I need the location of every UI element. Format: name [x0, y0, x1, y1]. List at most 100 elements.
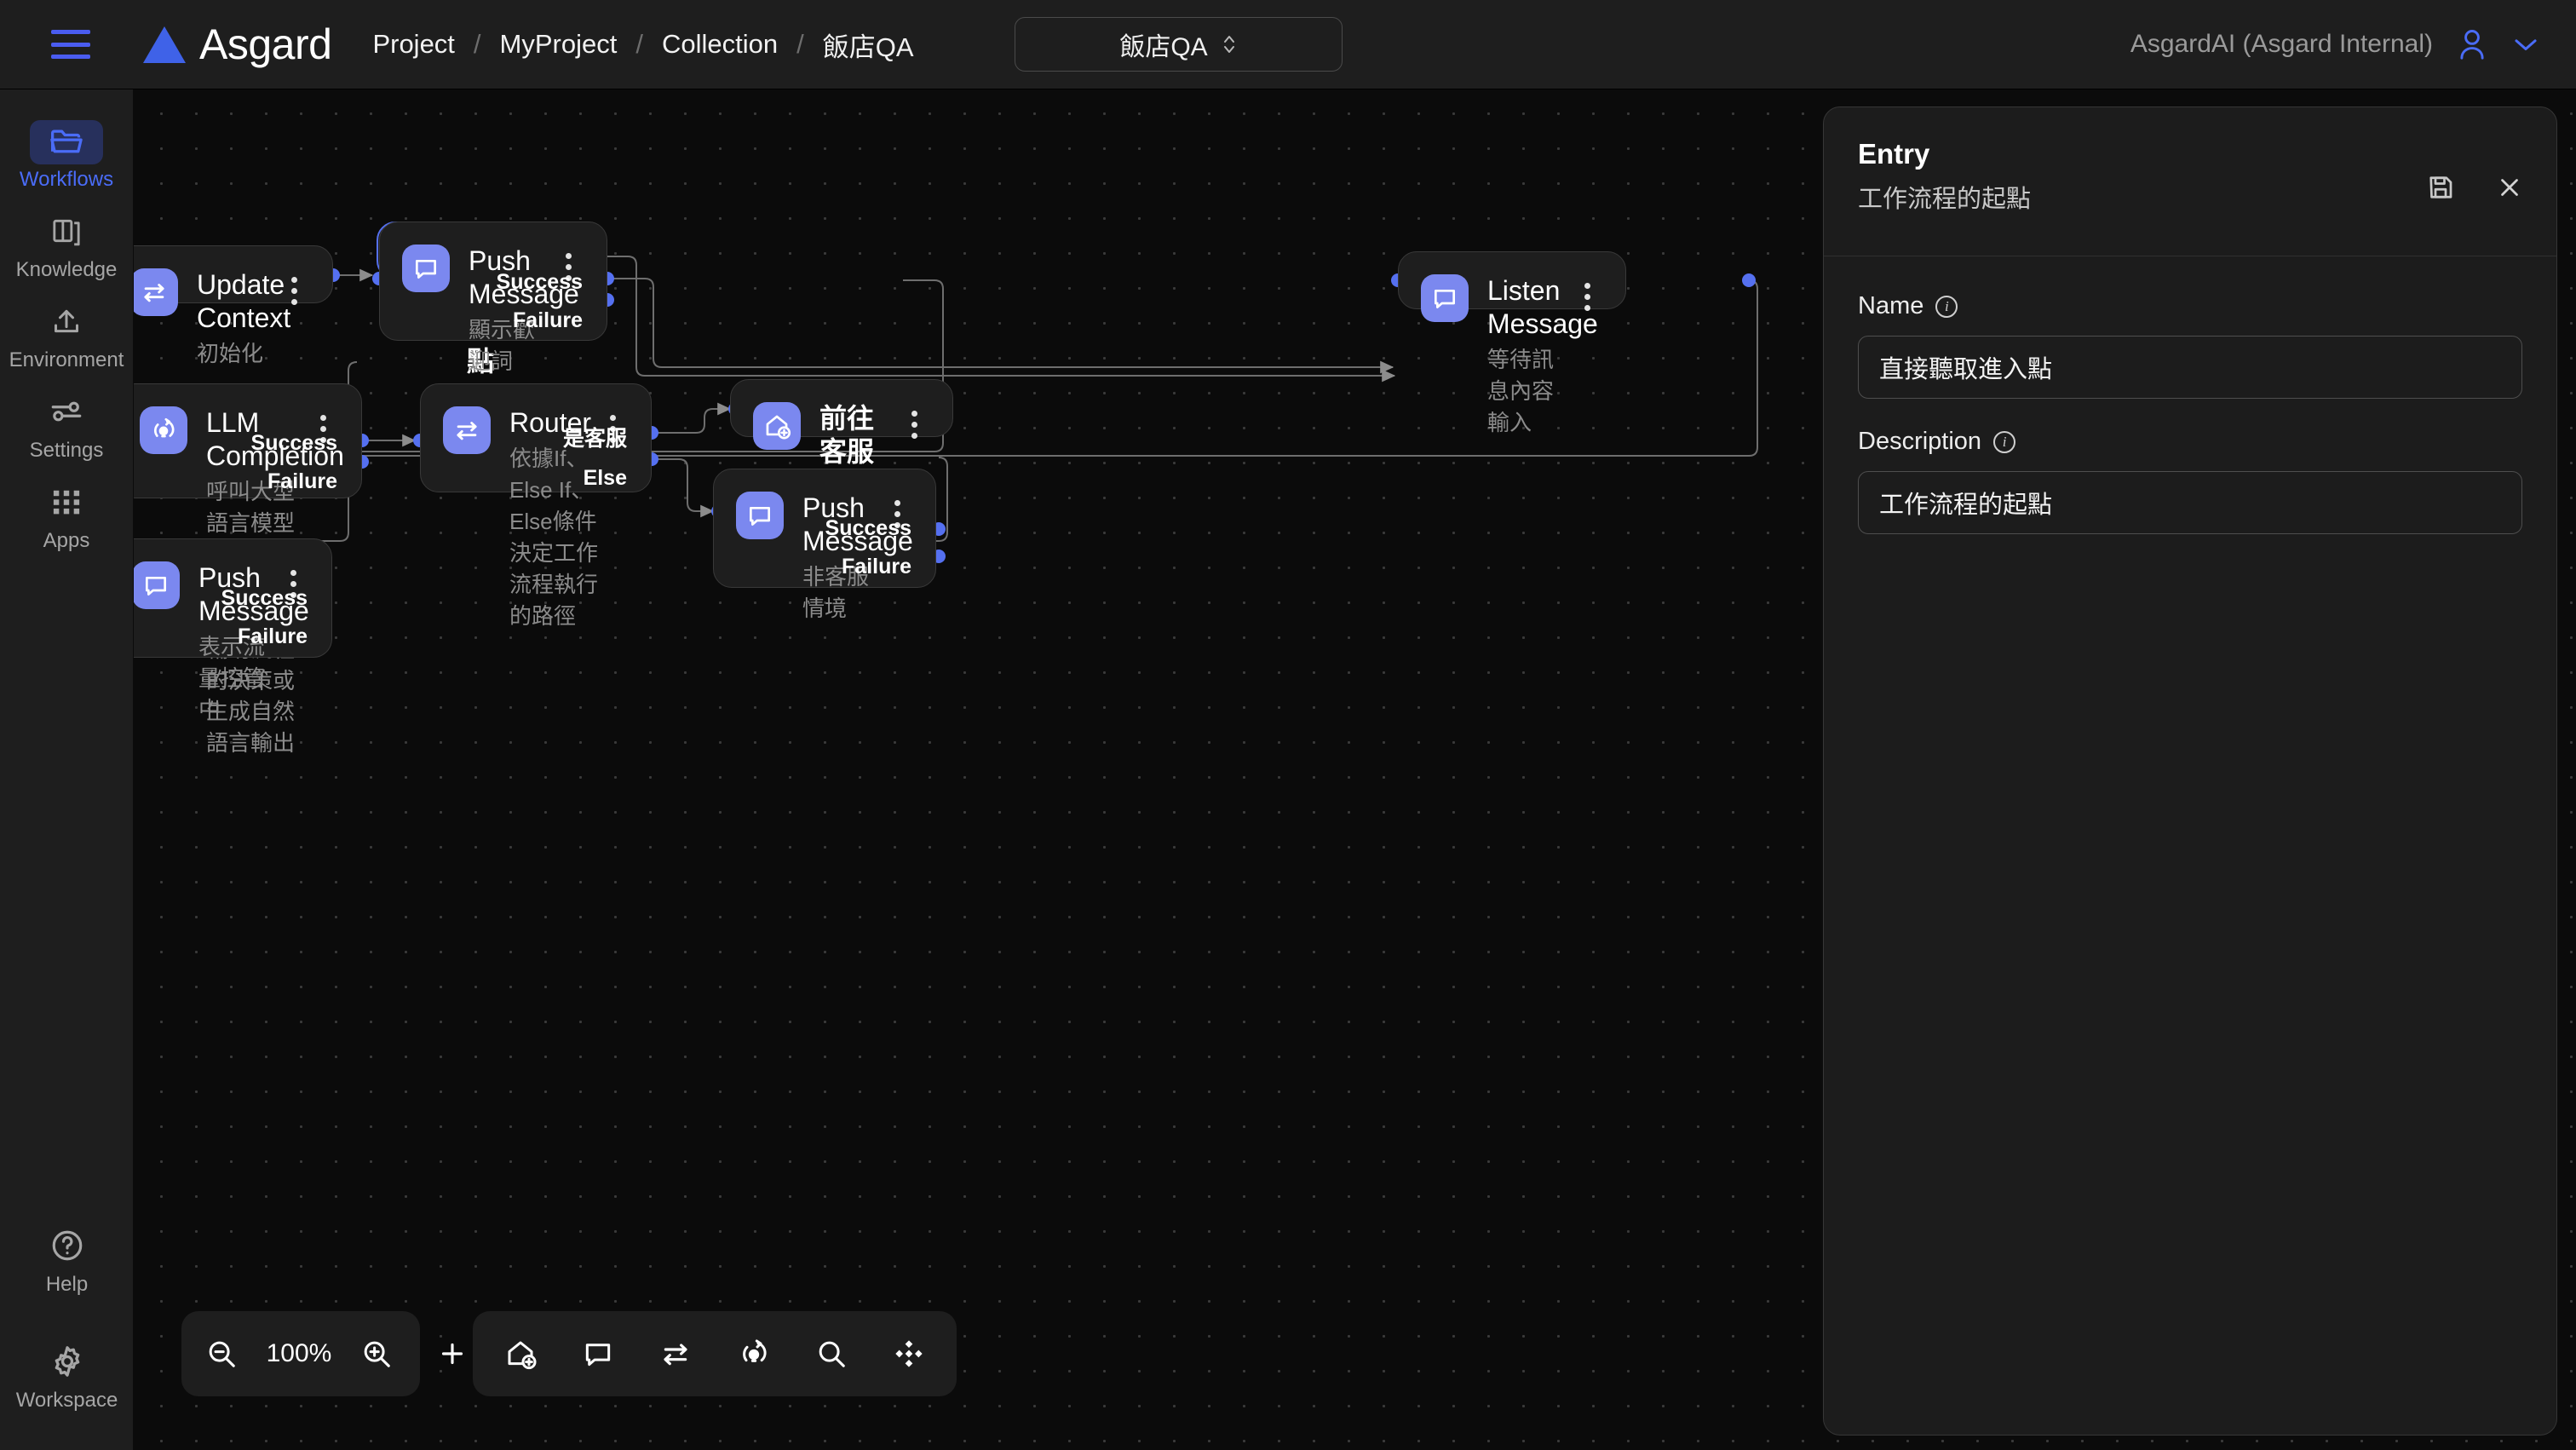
folder-icon: [48, 124, 85, 162]
question-circle-icon: [49, 1228, 85, 1268]
entry-home-icon: [753, 402, 801, 450]
swap-arrows-icon: [443, 406, 491, 454]
port-failure[interactable]: Failure: [238, 624, 308, 648]
node-router[interactable]: Router 依據If、Else If、Else條件決定工作流程執行的路徑 是客…: [420, 383, 652, 629]
avatar-person-icon[interactable]: [2455, 26, 2489, 62]
node-ports: Success Failure: [251, 431, 337, 494]
breadcrumb: Project / MyProject / Collection / 飯店QA: [372, 26, 913, 64]
info-icon[interactable]: i: [1993, 430, 2016, 453]
chevron-down-icon[interactable]: [2511, 35, 2540, 54]
breadcrumb-separator: /: [796, 29, 804, 59]
port-success[interactable]: Success: [496, 270, 583, 294]
zoom-level: 100%: [266, 1339, 332, 1367]
collection-select[interactable]: 飯店QA: [1014, 17, 1343, 72]
port-success[interactable]: Success: [825, 516, 911, 540]
book-icon: [49, 215, 83, 251]
node-goto-customer-service[interactable]: 前往客服情境 前往客服情境: [730, 379, 953, 565]
zoom-in-icon[interactable]: [360, 1338, 393, 1370]
message-icon: [736, 492, 784, 539]
plus-icon[interactable]: [437, 1338, 468, 1369]
sidebar-item-knowledge[interactable]: Knowledge: [14, 204, 119, 294]
panel-body: Name i Description i: [1824, 256, 2556, 599]
message-icon[interactable]: [582, 1338, 614, 1370]
node-update-context[interactable]: Update Context 初始化: [134, 245, 333, 366]
node-properties-panel: Entry 工作流程的起點 Name i Description i: [1823, 106, 2557, 1436]
node-listen-message[interactable]: Listen Message 等待訊息內容輸入: [1398, 251, 1626, 435]
node-push-message-non-cs[interactable]: Push Message 非客服情境 Success Failure: [713, 469, 936, 621]
node-menu-icon[interactable]: [598, 406, 627, 443]
panel-title: Entry: [1858, 138, 1930, 170]
port-failure[interactable]: Failure: [513, 308, 583, 332]
port-success[interactable]: Success: [250, 431, 337, 455]
label-text: Name: [1858, 292, 1924, 319]
account-menu[interactable]: AsgardAI (Asgard Internal): [2130, 26, 2540, 62]
node-title: Router: [509, 407, 592, 438]
node-llm-completion[interactable]: LLM Completion 呼叫大型語言模型並產生結構化的資料輸出以輔助流程的…: [134, 383, 362, 756]
sidebar-label: Environment: [9, 348, 124, 371]
sidebar-label: Workspace: [15, 1389, 118, 1412]
entry-home-icon[interactable]: [503, 1337, 538, 1371]
breadcrumb-separator: /: [473, 29, 481, 59]
node-menu-icon[interactable]: [883, 492, 911, 528]
zoom-toolbar: 100%: [181, 1311, 513, 1396]
field-label-description: Description i: [1858, 428, 2522, 456]
sidebar-item-apps[interactable]: Apps: [14, 475, 119, 565]
port-success[interactable]: Success: [221, 586, 308, 610]
move-diamond-icon[interactable]: [892, 1337, 926, 1371]
node-palette-toolbar: [473, 1311, 957, 1396]
node-menu-icon[interactable]: [308, 406, 337, 443]
node-subtitle: 依據If、Else If、Else條件決定工作流程執行的路徑: [509, 446, 599, 629]
sidebar-label: Workflows: [19, 168, 114, 191]
brand-logo[interactable]: Asgard: [143, 20, 332, 69]
node-menu-icon[interactable]: [900, 402, 929, 439]
port-failure[interactable]: Failure: [842, 555, 911, 578]
swap-arrows-icon: [134, 268, 178, 316]
node-menu-icon[interactable]: [554, 245, 583, 281]
node-title: Listen Message: [1487, 275, 1598, 340]
port-failure[interactable]: Failure: [267, 469, 337, 493]
node-title: Update Context: [197, 269, 291, 334]
sliders-icon: [49, 397, 84, 430]
node-menu-icon[interactable]: [279, 268, 308, 305]
close-x-icon[interactable]: [2495, 173, 2524, 202]
sidebar-item-settings[interactable]: Settings: [14, 384, 119, 475]
node-menu-icon[interactable]: [1573, 274, 1601, 311]
panel-actions: [2425, 172, 2524, 203]
zoom-out-icon[interactable]: [205, 1338, 238, 1370]
node-subtitle: 表示流量控管中: [198, 634, 266, 722]
search-icon[interactable]: [815, 1338, 848, 1370]
node-ports: 是客服 Else: [563, 422, 627, 491]
collection-select-value: 飯店QA: [1119, 33, 1208, 61]
breadcrumb-item-myproject[interactable]: MyProject: [499, 29, 618, 59]
node-menu-icon[interactable]: [279, 561, 308, 598]
llm-bulb-icon: [140, 406, 187, 454]
sidebar-item-workspace[interactable]: Workspace: [14, 1334, 120, 1424]
sidebar-label: Apps: [43, 529, 90, 552]
port-is-customer-service[interactable]: 是客服: [562, 427, 627, 451]
llm-bulb-icon[interactable]: [737, 1337, 771, 1371]
save-disk-icon[interactable]: [2425, 172, 2456, 203]
left-sidebar: Workflows Knowledge Environment Settings: [0, 89, 134, 1450]
sidebar-label: Settings: [29, 439, 104, 462]
node-ports: Success Failure: [825, 516, 911, 579]
sidebar-item-help[interactable]: Help: [14, 1218, 120, 1309]
sidebar-label: Knowledge: [15, 258, 118, 281]
node-ports: Success Failure: [497, 270, 583, 333]
description-input[interactable]: [1858, 471, 2522, 534]
upload-icon: [49, 305, 83, 342]
node-push-message-welcome[interactable]: Push Message 顯示歡迎詞 Success Failure: [379, 222, 607, 374]
panel-description: 工作流程的起點: [1858, 186, 2032, 213]
sidebar-item-environment[interactable]: Environment: [9, 294, 124, 384]
breadcrumb-item-project[interactable]: Project: [372, 29, 455, 59]
breadcrumb-item-collection[interactable]: Collection: [661, 29, 779, 59]
name-input[interactable]: [1858, 336, 2522, 399]
swap-arrows-icon[interactable]: [658, 1337, 693, 1371]
node-subtitle: 顯示歡迎詞: [469, 317, 536, 374]
sidebar-item-workflows[interactable]: Workflows: [14, 113, 119, 204]
node-push-message-throttle[interactable]: Push Message 表示流量控管中 Success Failure: [134, 538, 332, 722]
info-icon[interactable]: i: [1935, 295, 1958, 318]
port-else[interactable]: Else: [583, 466, 627, 490]
breadcrumb-item-current[interactable]: 飯店QA: [822, 32, 914, 62]
hamburger-icon[interactable]: [51, 30, 90, 59]
